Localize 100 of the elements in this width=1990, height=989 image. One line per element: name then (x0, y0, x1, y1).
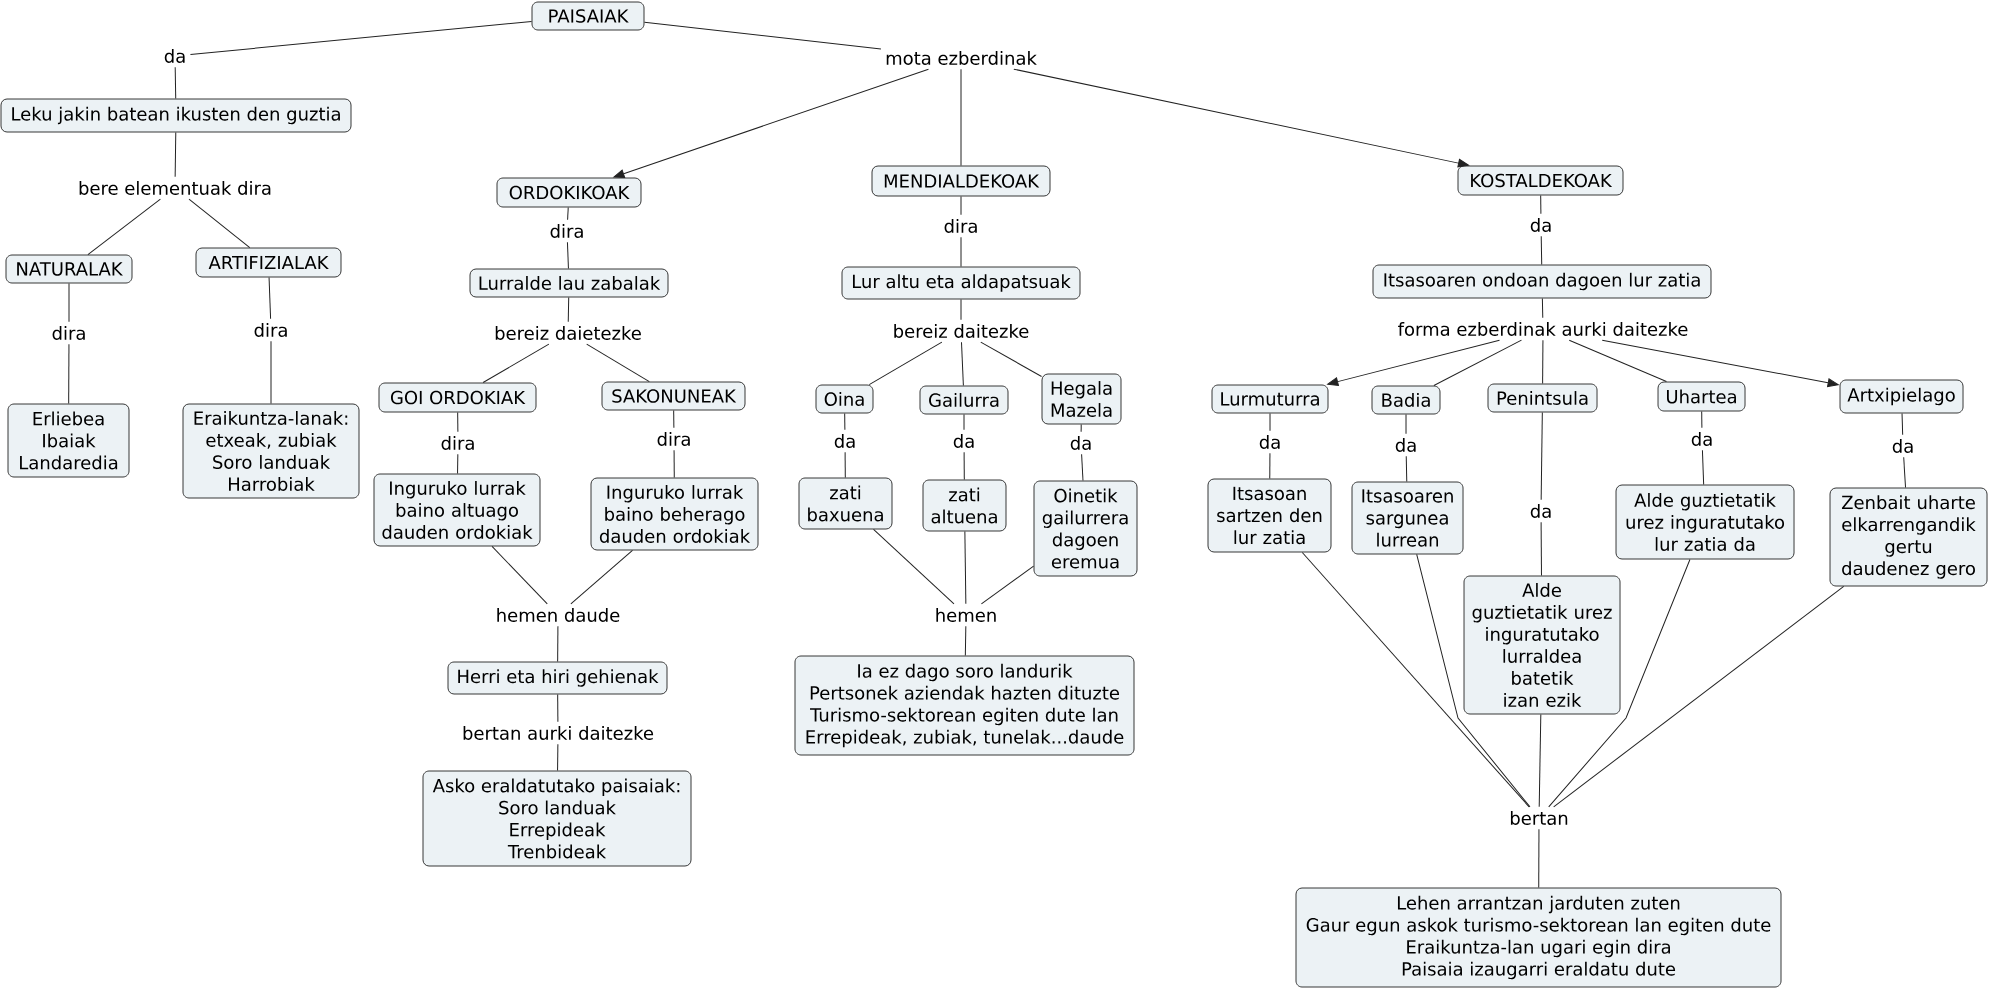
connector-line (868, 341, 943, 386)
connector-line (586, 343, 650, 383)
connector-line (873, 528, 955, 605)
connector-line (270, 340, 272, 405)
concept-box: Erliebea Ibaiak Landaredia (7, 403, 130, 478)
connector-line (1540, 411, 1543, 501)
arrow (1601, 339, 1839, 388)
concept-box: zati baxuena (798, 477, 893, 530)
concept-box: Itsasoaren sargunea lurrean (1351, 481, 1464, 555)
connector-line (980, 341, 1043, 377)
connector-line (964, 625, 967, 657)
concept-box: Leku jakin batean ikusten den guztia (0, 98, 352, 133)
connector-line (844, 451, 846, 479)
linking-phrase: dira (441, 436, 474, 450)
concept-box: Eraikuntza-lanak: etxeak, zubiak Soro landuak Harrobiak (182, 403, 360, 499)
concept-box: Inguruko lurrak baino beherago dauden ordokiak (590, 477, 759, 551)
connector-line (1405, 455, 1408, 483)
connector-line (1701, 410, 1703, 429)
concept-box: Lur altu eta aldapatsuak (841, 266, 1081, 300)
connector-line (960, 68, 962, 167)
connector-line (1269, 412, 1271, 432)
linking-phrase: bereiz daitezke (894, 324, 1029, 338)
linking-phrase: dira (550, 224, 583, 238)
arrow (1327, 339, 1500, 386)
connector-line (960, 195, 962, 216)
concept-box: Lehen arrantzan jarduten zuten Gaur egun askok turismo-sektorean lan egiten dute Eraikuntza-lan ugari egin dira Paisaia izaugarri eraldatu dute (1295, 887, 1782, 988)
connector-line (1568, 339, 1667, 383)
concept-box: Asko eraldatutako paisaiak: Soro landuak Errepideak Trenbideak (422, 770, 692, 867)
connector-line (1540, 194, 1542, 215)
linking-phrase: da (1530, 504, 1551, 518)
connector-line (1903, 456, 1907, 489)
concept-box: Ia ez dago soro landurik Pertsonek aziendak hazten dituzte Turismo-sektorean egiten dute lan Errepideak, zubiak, tunelak...daude (794, 655, 1135, 756)
concept-box: Penintsula (1487, 383, 1598, 413)
concept-box: ARTIFIZIALAK (195, 247, 342, 278)
connector-line (566, 241, 569, 270)
linking-phrase: da (1892, 439, 1913, 453)
linking-phrase: dira (944, 219, 977, 233)
connector-line (1538, 713, 1542, 808)
connector-line (963, 451, 965, 481)
arrow (613, 68, 929, 178)
connector-line (1416, 553, 1531, 808)
connector-line (643, 21, 882, 50)
connector-line (557, 693, 559, 723)
concept-box: Zenbait uharte elkarrengandik gertu daudenez gero (1829, 487, 1988, 587)
connector-line (567, 206, 569, 221)
connector-line (1541, 297, 1544, 319)
concept-box: Hegala Mazela (1041, 373, 1122, 425)
connector-line (1548, 558, 1691, 808)
concept-box: KOSTALDEKOAK (1457, 165, 1624, 196)
concept-box: Oina (815, 384, 874, 414)
connector-line (844, 412, 846, 431)
connector-line (268, 276, 272, 320)
concept-box: Itsasoaren ondoan dagoen lur zatia (1372, 264, 1712, 299)
linking-phrase: dira (657, 432, 690, 446)
linking-phrase: da (1395, 438, 1416, 452)
concept-box: ORDOKIKOAK (496, 177, 642, 208)
linking-phrase: da (1530, 218, 1551, 232)
connector-line (189, 20, 533, 55)
linking-phrase: da (1259, 435, 1280, 449)
concept-box: Lurralde lau zabalak (469, 268, 669, 298)
connector-line (673, 449, 675, 479)
connector-line (673, 409, 675, 429)
linking-phrase: dira (52, 326, 85, 340)
concept-box: Uhartea (1657, 381, 1746, 412)
linking-phrase: mota ezberdinak (886, 51, 1037, 65)
connector-line (557, 625, 559, 663)
linking-phrase: dira (254, 323, 287, 337)
concept-box: Lurmuturra (1211, 384, 1329, 414)
linking-phrase: forma ezberdinak aurki daitezke (1398, 322, 1688, 336)
connector-line (68, 343, 70, 405)
connector-line (491, 545, 548, 605)
connector-line (457, 411, 459, 433)
linking-phrase: da (1070, 436, 1091, 450)
concept-box: Badia (1371, 385, 1441, 415)
linking-phrase: hemen daude (497, 608, 620, 622)
connector-line (1080, 423, 1082, 433)
linking-phrase: bereiz daietezke (495, 326, 641, 340)
connector-line (567, 296, 570, 323)
connector-line (1538, 828, 1540, 889)
connector-line (980, 565, 1035, 605)
concept-box: GOI ORDOKIAK (378, 382, 537, 413)
connector-line (1433, 339, 1522, 387)
linking-phrase: bertan (1510, 811, 1568, 825)
connector-line (68, 282, 70, 323)
linking-phrase: hemen (936, 608, 996, 622)
connector-line (1301, 551, 1530, 808)
concept-box: Alde guztietatik urez inguratutako lur zatia da (1615, 484, 1795, 560)
linking-phrase: da (834, 434, 855, 448)
connector-line (963, 413, 965, 431)
connector-line (174, 66, 177, 100)
connector-line (570, 549, 633, 605)
connector-line (960, 298, 962, 321)
linking-phrase: da (1691, 432, 1712, 446)
concept-box: Herri eta hiri gehienak (447, 661, 668, 695)
concept-box: PAISAIAK (531, 1, 645, 31)
arrow (1013, 68, 1470, 168)
connector-line (960, 236, 962, 268)
linking-phrase: da (953, 434, 974, 448)
connector-line (457, 453, 459, 475)
connector-line (1540, 521, 1542, 577)
